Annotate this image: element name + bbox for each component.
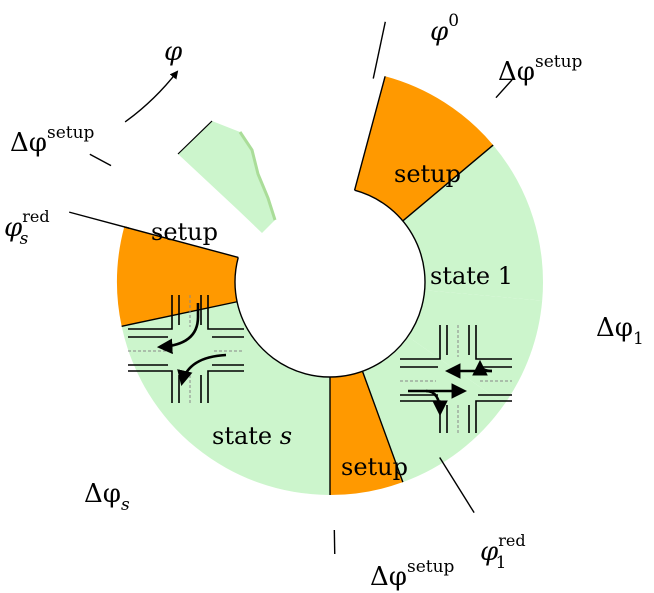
setup-label-top-right: setup: [394, 160, 461, 188]
cycle-ring: [117, 76, 543, 495]
state-1-label: state 1: [430, 262, 513, 290]
fragment-torn-edge: [238, 131, 277, 221]
dphi-setup-left-label: Δφsetup: [10, 123, 95, 158]
tick-setup-end-top: [495, 79, 513, 99]
intersection-icon-state-1: [400, 325, 512, 433]
state-s-prefix: state: [212, 422, 280, 450]
state-s-label: state s: [212, 422, 292, 450]
dphi-setup-bottom-label: Δφsetup: [370, 557, 455, 592]
intersection-icon-state-s: [128, 295, 244, 403]
phi0-pointer: [372, 21, 386, 79]
setup-label-bottom: setup: [341, 453, 408, 481]
dphi1-label: Δφ1: [596, 313, 644, 349]
phi-direction-arrow: [124, 70, 179, 123]
segment-divider-2: [361, 371, 404, 483]
direction-arrow-icon: [156, 303, 227, 387]
segment-divider-1: [353, 76, 386, 191]
phi1-red-pointer: [439, 457, 475, 514]
state-1-icon-segment: [407, 290, 543, 405]
outer-timeline: [69, 21, 513, 554]
state-1-segment: [402, 145, 543, 301]
phis-red-pointer: [69, 211, 130, 229]
state-s-segment: [121, 301, 330, 495]
setup-segment-top-right: [354, 76, 494, 221]
dphi-setup-top-label: Δφsetup: [498, 52, 583, 87]
segment-divider-0: [402, 144, 494, 222]
tick-setup-start-left: [89, 153, 112, 167]
ring-inner-edge: [234, 189, 426, 378]
segment-divider-4: [124, 226, 239, 259]
setup-label-left: setup: [151, 218, 218, 246]
dphis-label: Δφs: [84, 479, 130, 515]
state-s-var: s: [280, 422, 292, 450]
setup-segment-bottom: [330, 371, 403, 495]
direction-arrow-icon: [408, 359, 493, 417]
fragment-edge: [177, 120, 213, 155]
phi0-label: φ0: [430, 11, 459, 47]
phi-label: φ: [164, 37, 183, 67]
